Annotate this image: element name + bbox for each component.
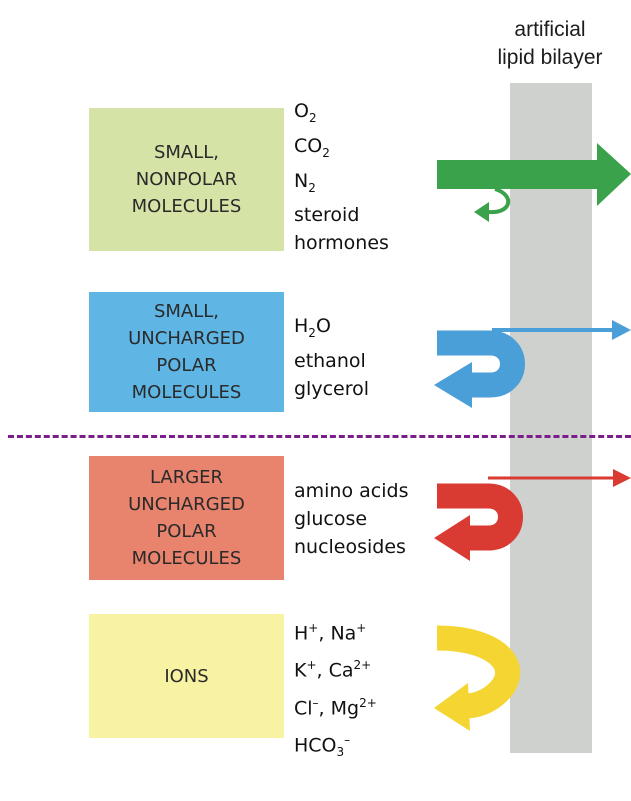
example-item: O2: [294, 100, 317, 125]
example-item: CO2: [294, 134, 330, 160]
example-item: H+, Na+: [294, 621, 367, 645]
example-item: nucleosides: [294, 536, 406, 558]
arrow-small-nonpolar: [437, 143, 631, 222]
example-item: K+, Ca2+: [294, 658, 372, 682]
examples-larger-uncharged-polar: amino acids glucose nucleosides: [294, 477, 408, 561]
arrow-ions: [434, 625, 520, 731]
example-item: amino acids: [294, 480, 409, 502]
example-item: glucose: [294, 508, 368, 530]
bilayer-label-line-1: artificial: [514, 18, 586, 41]
example-item: glycerol: [294, 377, 370, 400]
bilayer-label: artificial lipid bilayer: [470, 16, 630, 72]
example-item: HCO3–: [294, 732, 351, 760]
category-label-line: NONPOLAR: [135, 169, 238, 190]
examples-small-nonpolar: O2 CO2 N2 steroid hormones: [294, 97, 389, 257]
example-item: ethanol: [294, 349, 366, 372]
category-label-line: SMALL,: [153, 301, 220, 322]
category-label-line: MOLECULES: [131, 548, 242, 569]
category-label-line: LARGER: [149, 467, 224, 488]
category-label-line: POLAR: [156, 521, 217, 542]
example-item: steroid: [294, 204, 360, 227]
category-label-line: UNCHARGED: [128, 494, 245, 515]
category-label-line: SMALL,: [153, 142, 220, 163]
example-item: Cl–, Mg2+: [294, 695, 377, 719]
example-item: N2: [294, 169, 316, 195]
arrow-larger-uncharged-polar: [434, 469, 631, 561]
examples-small-uncharged-polar: H2O ethanol glycerol: [294, 312, 369, 403]
category-small-uncharged-polar: SMALL, UNCHARGED POLAR MOLECULES: [89, 292, 284, 412]
example-item: hormones: [294, 232, 389, 255]
permeability-divider: [8, 435, 631, 438]
bilayer-label-line-2: lipid bilayer: [497, 46, 603, 69]
arrow-small-uncharged-polar: [434, 320, 631, 408]
example-item: H2O: [294, 315, 331, 340]
examples-ions: H+, Na+ K+, Ca2+ Cl–, Mg2+ HCO3–: [294, 612, 377, 768]
category-label-line: UNCHARGED: [128, 328, 245, 349]
lipid-bilayer: [510, 83, 592, 753]
category-small-nonpolar: SMALL, NONPOLAR MOLECULES: [89, 108, 284, 251]
category-label-line: POLAR: [156, 355, 217, 376]
category-ions: IONS: [89, 614, 284, 738]
category-label-line: IONS: [164, 665, 209, 687]
category-label-line: MOLECULES: [131, 196, 242, 217]
category-larger-uncharged-polar: LARGER UNCHARGED POLAR MOLECULES: [89, 456, 284, 580]
category-label-line: MOLECULES: [131, 382, 242, 403]
